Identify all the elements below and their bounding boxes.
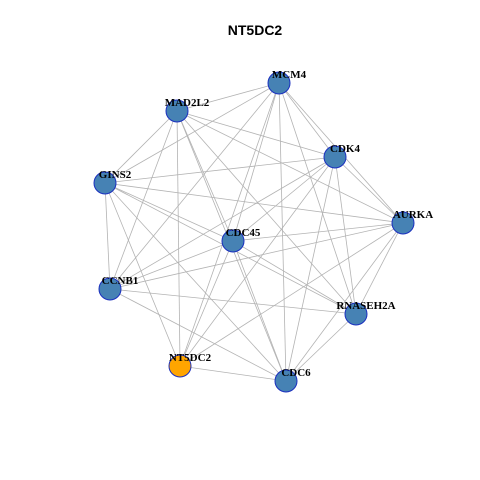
- edge-aurka-nt5dc2: [179, 222, 404, 367]
- edge-aurka-ccnb1: [109, 222, 404, 290]
- node-nt5dc2[interactable]: [168, 354, 192, 378]
- edge-aurka-cdc6: [285, 222, 404, 382]
- node-cdc45[interactable]: [221, 229, 245, 253]
- edge-gins2-ccnb1: [104, 182, 111, 290]
- node-mcm4[interactable]: [267, 71, 291, 95]
- edge-mad2l2-ccnb1: [109, 110, 178, 290]
- edge-nt5dc2-cdc6: [179, 365, 287, 382]
- node-label-cdc45: CDC45: [226, 227, 261, 239]
- node-layer: [93, 71, 415, 393]
- node-label-mad2l2: MAD2L2: [165, 97, 210, 109]
- edge-mcm4-cdc45: [232, 82, 280, 242]
- node-label-gins2: GINS2: [99, 169, 132, 181]
- edge-cdk4-ccnb1: [109, 156, 336, 290]
- edge-cdk4-aurka: [334, 156, 404, 224]
- node-rnaseh2a[interactable]: [344, 302, 368, 326]
- edge-mcm4-cdc6: [278, 82, 287, 382]
- node-aurka[interactable]: [391, 211, 415, 235]
- edge-gins2-nt5dc2: [104, 182, 181, 367]
- node-label-aurka: AURKA: [393, 209, 433, 221]
- node-label-cdk4: CDK4: [330, 143, 360, 155]
- node-label-nt5dc2: NT5DC2: [169, 352, 212, 364]
- edge-cdk4-cdc6: [285, 156, 336, 382]
- edge-aurka-cdc45: [232, 222, 404, 242]
- edge-mad2l2-cdc45: [176, 110, 234, 242]
- edge-mcm4-ccnb1: [109, 82, 280, 290]
- edge-cdc45-cdc6: [232, 240, 287, 382]
- node-ccnb1[interactable]: [98, 277, 122, 301]
- edge-gins2-cdc6: [104, 182, 287, 382]
- edge-cdc45-rnaseh2a: [232, 240, 357, 315]
- edge-ccnb1-rnaseh2a: [109, 288, 357, 315]
- edge-mcm4-mad2l2: [176, 82, 280, 112]
- edge-cdk4-nt5dc2: [179, 156, 336, 367]
- edge-cdk4-rnaseh2a: [334, 156, 357, 315]
- node-mad2l2[interactable]: [165, 99, 189, 123]
- edge-ccnb1-cdc6: [109, 288, 287, 382]
- node-gins2[interactable]: [93, 171, 117, 195]
- edge-mad2l2-gins2: [104, 110, 178, 184]
- edge-mad2l2-nt5dc2: [176, 110, 181, 367]
- edge-mad2l2-aurka: [176, 110, 404, 224]
- node-label-rnaseh2a: RNASEH2A: [336, 300, 395, 312]
- edge-mcm4-nt5dc2: [179, 82, 280, 367]
- node-label-cdc6: CDC6: [281, 367, 311, 379]
- edge-mcm4-cdk4: [278, 82, 336, 158]
- diagram-title: NT5DC2: [228, 22, 283, 38]
- edge-aurka-rnaseh2a: [355, 222, 404, 315]
- edge-mad2l2-cdk4: [176, 110, 336, 158]
- edge-cdk4-cdc45: [232, 156, 336, 242]
- edge-cdc45-nt5dc2: [179, 240, 234, 367]
- node-label-mcm4: MCM4: [272, 69, 307, 81]
- edge-mcm4-gins2: [104, 82, 280, 184]
- node-cdk4[interactable]: [323, 145, 347, 169]
- edge-cdk4-gins2: [104, 156, 336, 184]
- edge-cdc45-ccnb1: [109, 240, 234, 290]
- node-label-ccnb1: CCNB1: [102, 275, 139, 287]
- edge-mcm4-rnaseh2a: [278, 82, 357, 315]
- node-cdc6[interactable]: [274, 369, 298, 393]
- edge-rnaseh2a-cdc6: [285, 313, 357, 382]
- edge-gins2-cdc45: [104, 182, 234, 242]
- edge-gins2-aurka: [104, 182, 404, 224]
- edge-mad2l2-rnaseh2a: [176, 110, 357, 315]
